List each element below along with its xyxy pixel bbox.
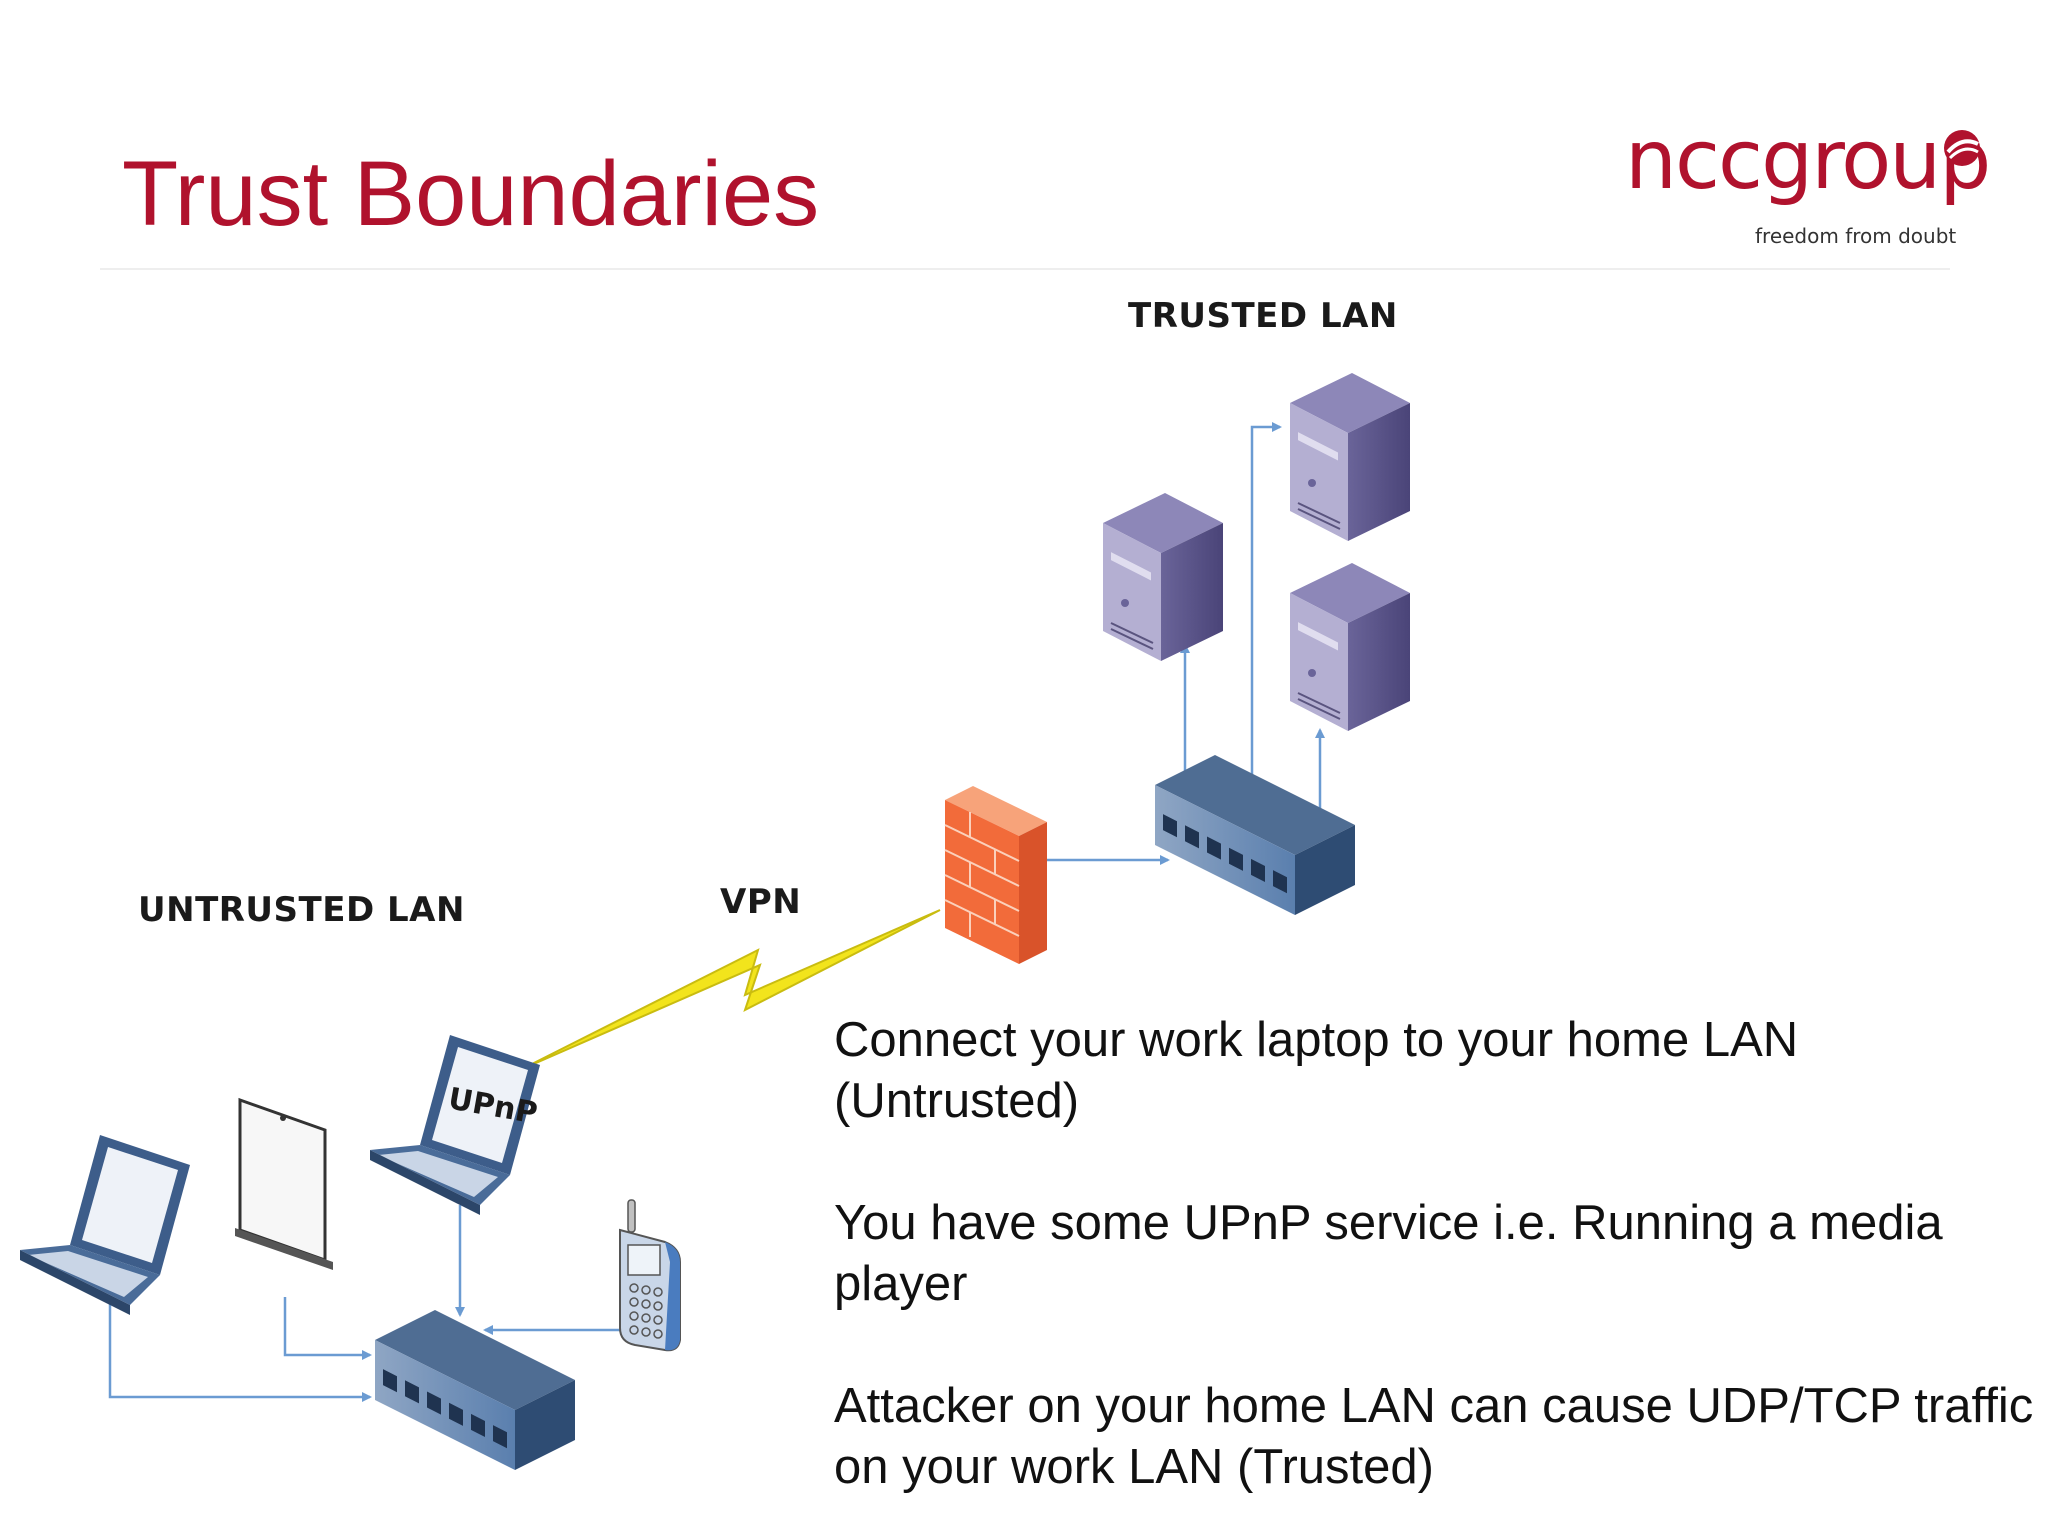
link-switch-server-2 [1250,422,1282,790]
link-screen-switch [283,1297,372,1360]
server-icon [1103,493,1223,661]
trusted-links [1045,422,1325,865]
slide-title: Trust Boundaries [122,143,820,245]
untrusted-lan-label: UNTRUSTED LAN [138,890,465,930]
trusted-lan-label: TRUSTED LAN [1128,296,1398,336]
logo-wordmark: nccgroup [1625,113,1991,208]
bullet-2: You have some UPnP service i.e. Running … [834,1196,1943,1311]
bullet-3: Attacker on your home LAN can cause UDP/… [834,1379,2034,1494]
projector-screen-icon [235,1097,333,1270]
company-logo: nccgroup freedom from doubt [1625,120,1991,250]
firewall-icon [944,786,1047,964]
title-divider [100,268,1950,270]
logo-tagline: freedom from doubt [1755,224,1957,248]
laptop-icon [20,1135,190,1315]
logo-swirl-icon [1944,130,1980,166]
untrusted-links [108,1205,620,1402]
switch-icon [375,1310,575,1470]
link-laptop-left-switch [108,1300,372,1402]
switch-icon [1155,755,1355,915]
vpn-lightning-icon [519,909,941,1071]
mobile-phone-icon [619,1199,681,1352]
server-icon [1290,563,1410,731]
laptop-icon [370,1035,540,1215]
description-text: Connect your work laptop to your home LA… [834,1010,2034,1498]
bullet-1: Connect your work laptop to your home LA… [834,1013,1799,1128]
vpn-label: VPN [720,882,802,922]
server-icon [1290,373,1410,541]
